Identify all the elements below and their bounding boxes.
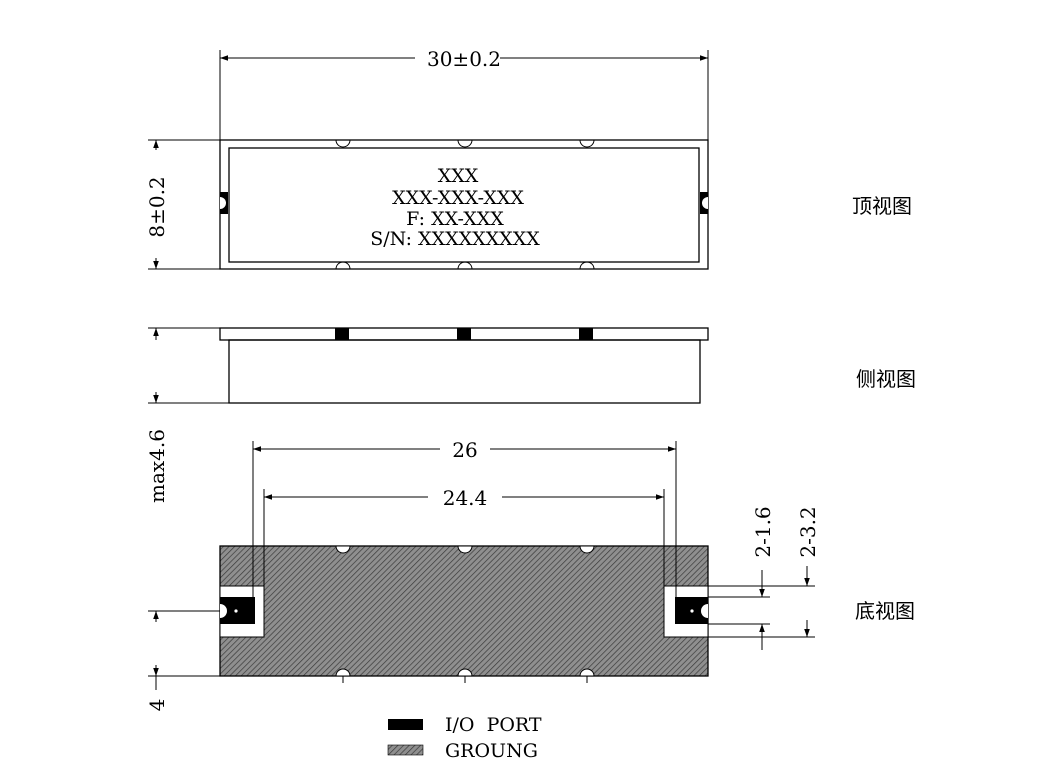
side-view: max4.6 侧视图 xyxy=(145,327,916,503)
side-view-title: 侧视图 xyxy=(856,367,916,391)
legend-ground-swatch xyxy=(387,744,424,756)
label-line-4: S/N: XXXXXXXXX xyxy=(370,228,540,250)
legend: I/O PORT GROUNG xyxy=(387,714,542,762)
bottom-view-title: 底视图 xyxy=(855,599,915,623)
dimension-length: 30±0.2 xyxy=(427,47,501,71)
dimension-width: 8±0.2 xyxy=(145,176,169,237)
dimension-inner-span: 24.4 xyxy=(443,486,488,510)
side-io-port-3 xyxy=(579,328,593,340)
side-io-port-2 xyxy=(457,328,471,340)
bottom-view: 26 24.4 4 2-1.6 2-3.2 底视图 xyxy=(145,438,915,711)
dimension-pad-large: 2-3.2 xyxy=(796,506,820,557)
label-line-1: XXX xyxy=(438,165,479,187)
side-io-port-1 xyxy=(335,328,349,340)
ground-plane xyxy=(219,545,709,677)
legend-io-label: I/O PORT xyxy=(445,714,542,736)
dimension-pin-offset: 4 xyxy=(145,699,169,712)
dimension-pad-small: 2-1.6 xyxy=(751,506,775,557)
dimension-height: max4.6 xyxy=(145,429,169,503)
legend-io-swatch xyxy=(388,719,423,730)
top-view-title: 顶视图 xyxy=(852,194,912,218)
label-line-3: F: XX-XXX xyxy=(406,208,504,230)
side-view-body xyxy=(228,339,701,404)
top-view: XXX XXX-XXX-XXX F: XX-XXX S/N: XXXXXXXXX… xyxy=(145,47,912,270)
label-line-2: XXX-XXX-XXX xyxy=(392,187,524,209)
dimension-outer-span: 26 xyxy=(452,438,477,462)
legend-ground-label: GROUNG xyxy=(445,740,538,762)
